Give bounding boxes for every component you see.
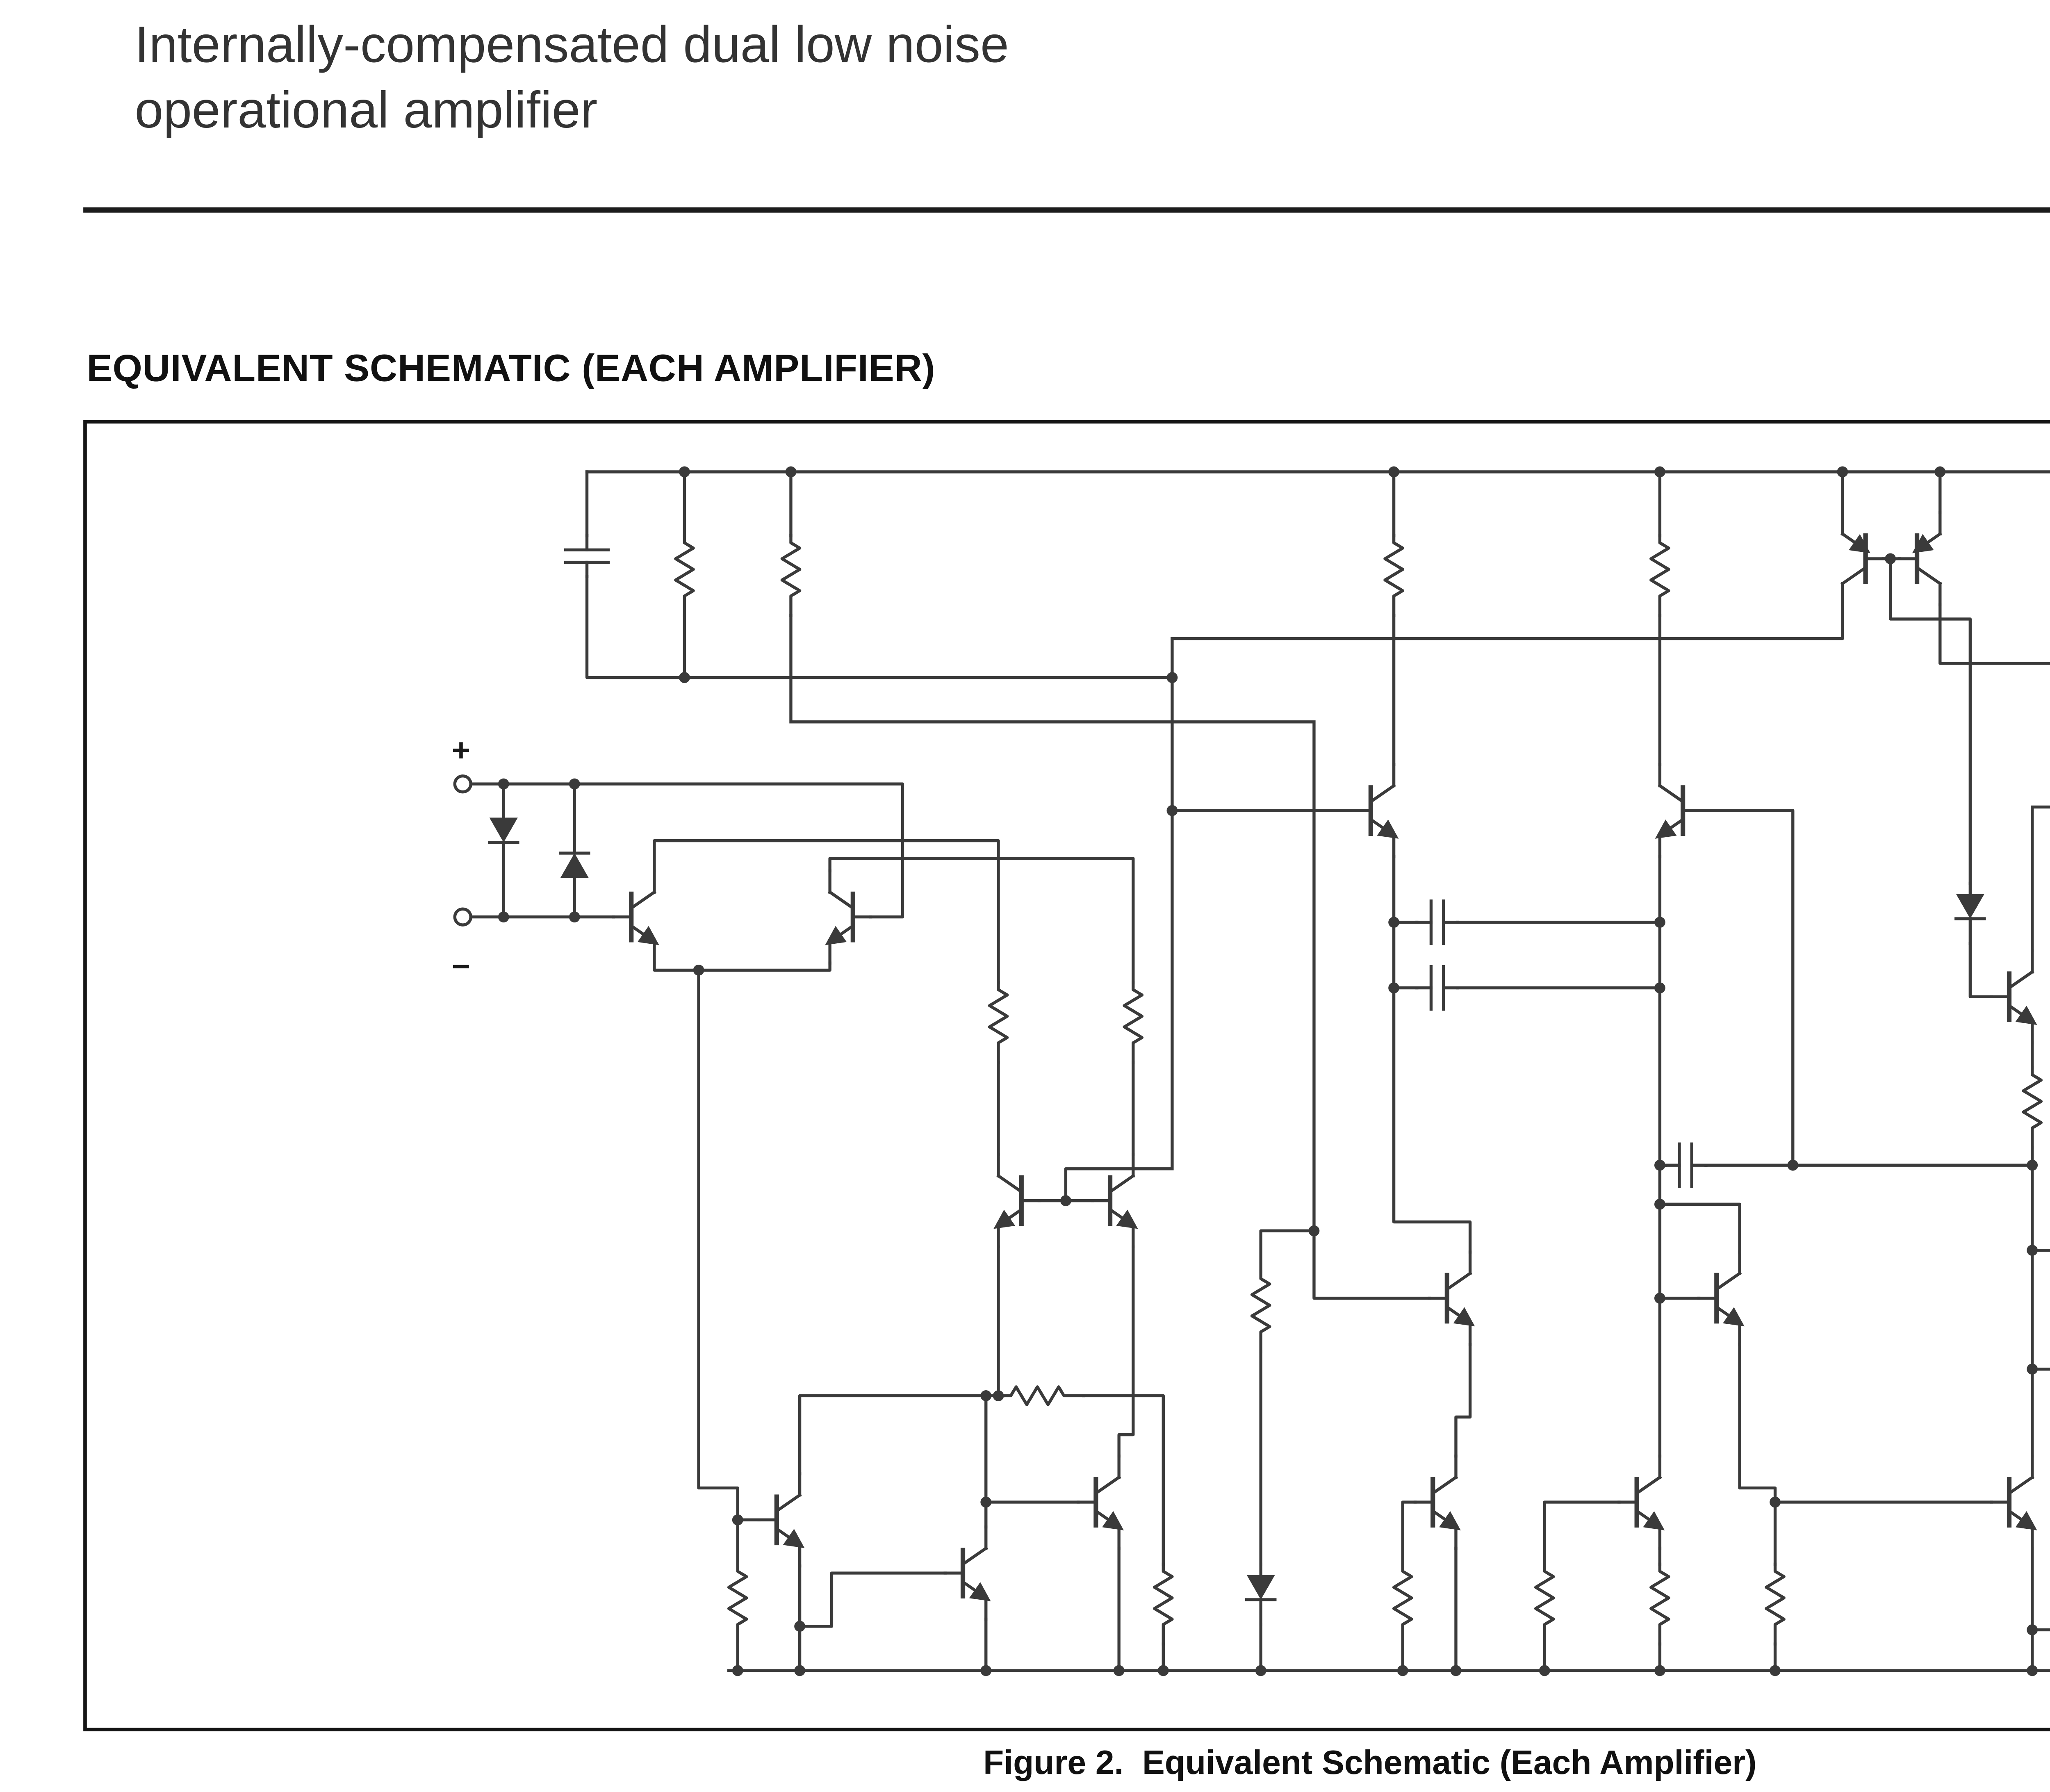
input-negative-terminal [453,907,472,927]
plus-input-label: + [452,733,470,768]
header-rule [83,207,2050,213]
input-positive-terminal [453,774,472,794]
mirror-stage-wires [798,1061,1165,1672]
right-bias-output-wires [1171,470,2050,1672]
figure-caption: Figure 2. Equivalent Schematic (Each Amp… [983,1745,1757,1783]
title-line-1: Internally-compensated dual low noise [134,18,1009,75]
junction-dots [498,466,2038,1676]
center-stage-wires [1171,470,2034,1672]
compensation-network-wires [585,470,1431,1300]
terminals [453,774,472,927]
section-heading: EQUIVALENT SCHEMATIC (EACH AMPLIFIER) [87,347,936,390]
supply-rails [585,470,2050,1672]
schematic-figure-box: + − SL00333 [83,420,2050,1732]
equivalent-schematic: + − [452,466,2050,1676]
minus-input-label: − [452,949,470,984]
capacitors [566,536,1706,1186]
schematic-labels: + − [452,733,470,984]
page-title: Internally-compensated dual low noise op… [135,14,1009,146]
resistors [676,536,2050,1644]
title-line-2: operational amplifier [134,83,598,140]
input-stage-wires [468,782,1135,1672]
